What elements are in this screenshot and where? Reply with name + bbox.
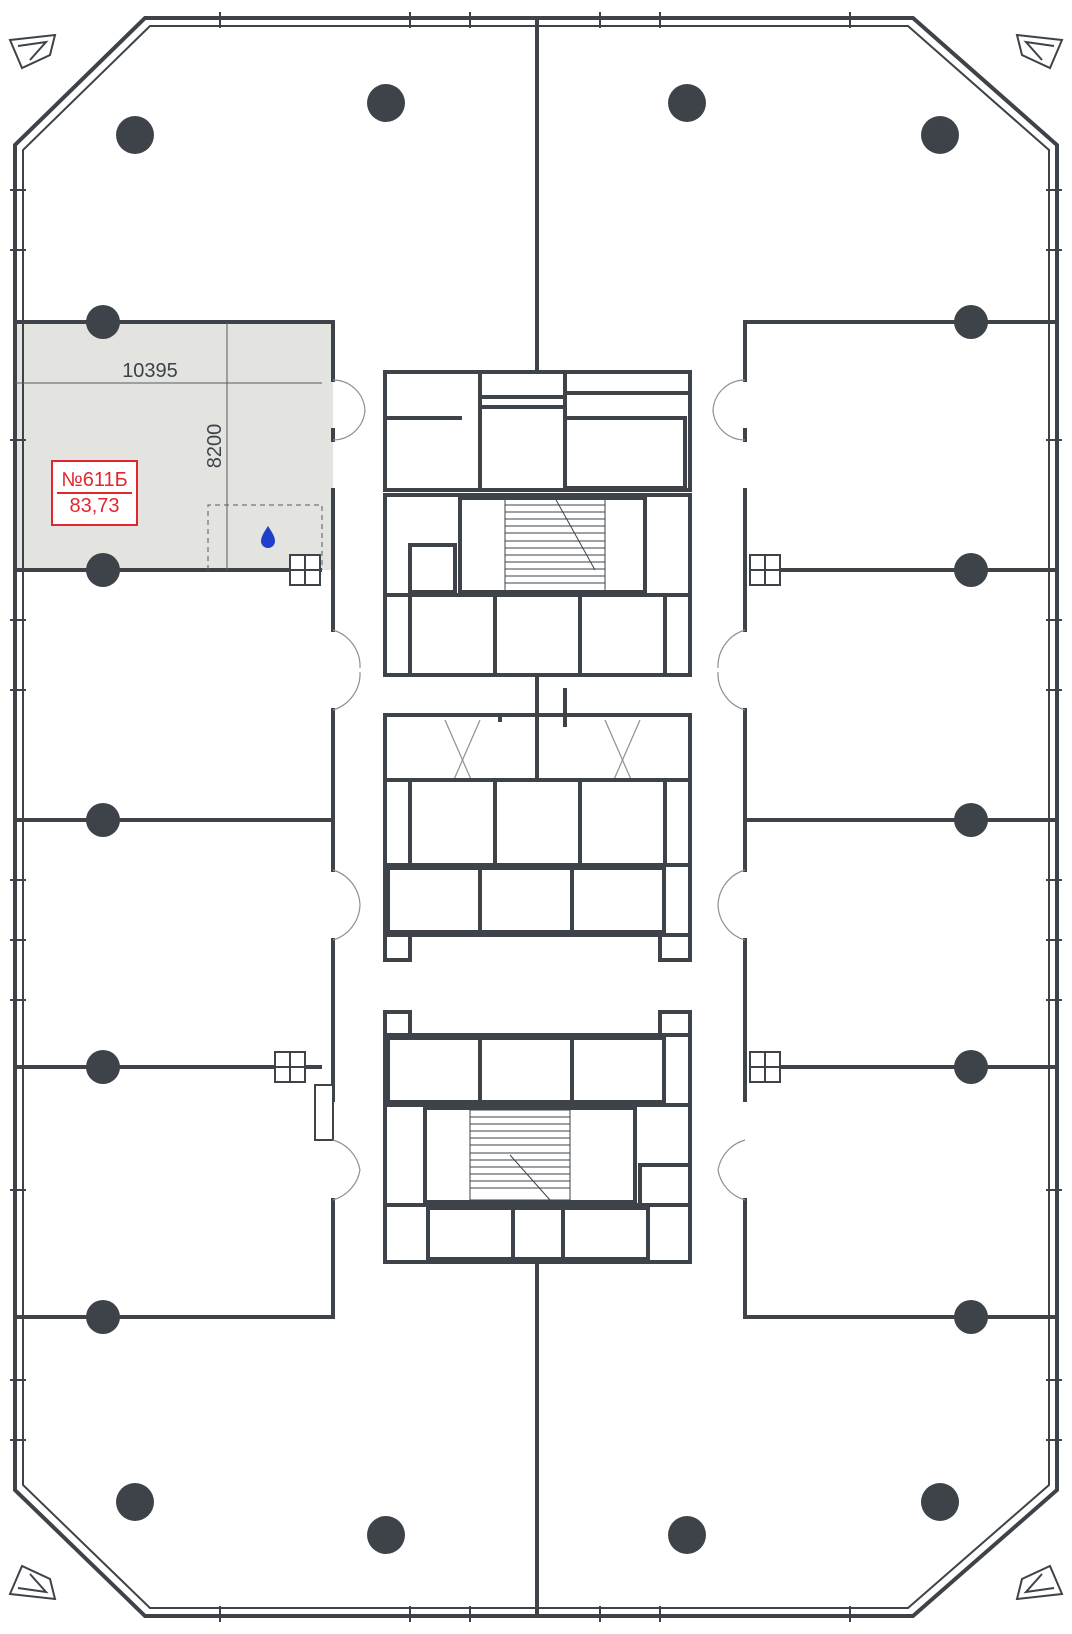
unit-611b-area[interactable] — [15, 320, 333, 570]
water-drop-icon — [261, 526, 275, 548]
unit-label[interactable]: №611Б 83,73 — [51, 460, 138, 526]
service-shafts — [274, 554, 781, 1141]
compass-arrow-icon — [8, 33, 1064, 1601]
doors — [332, 379, 746, 1201]
structural-columns — [86, 84, 988, 1554]
unit-number: №611Б — [57, 468, 132, 494]
unit-area: 83,73 — [69, 495, 120, 517]
building-core — [383, 370, 692, 1264]
partition-walls — [13, 16, 1059, 1618]
dimension-lines — [15, 322, 323, 570]
outer-facade — [10, 12, 1062, 1622]
dimension-depth-label: 8200 — [204, 424, 226, 469]
dimension-width-label: 10395 — [122, 360, 178, 382]
